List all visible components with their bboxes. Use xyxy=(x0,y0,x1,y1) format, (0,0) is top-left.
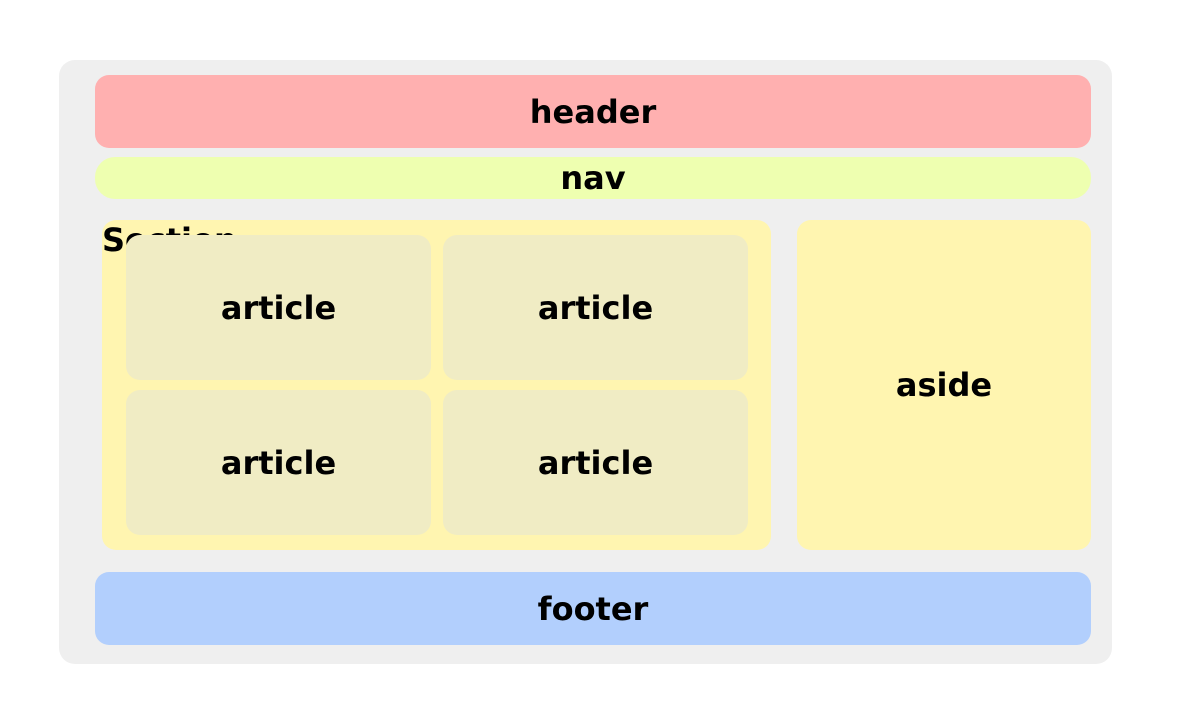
footer-block: footer xyxy=(95,572,1091,645)
article-block-2: article xyxy=(443,235,748,380)
article-label: article xyxy=(537,443,654,482)
article-block-3: article xyxy=(126,390,431,535)
footer-label: footer xyxy=(537,589,649,628)
article-label: article xyxy=(220,443,337,482)
aside-block: aside xyxy=(797,220,1091,550)
article-label: article xyxy=(220,288,337,327)
article-block-1: article xyxy=(126,235,431,380)
header-block: header xyxy=(95,75,1091,148)
nav-block: nav xyxy=(95,157,1091,199)
nav-label: nav xyxy=(560,159,626,197)
header-label: header xyxy=(529,92,657,131)
article-block-4: article xyxy=(443,390,748,535)
aside-label: aside xyxy=(895,366,993,404)
article-label: article xyxy=(537,288,654,327)
